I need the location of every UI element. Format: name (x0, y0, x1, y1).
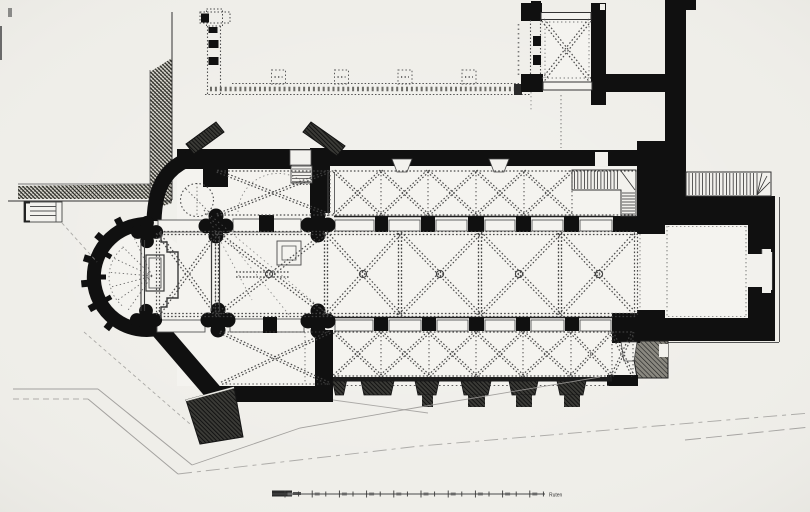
svg-text:Ruten: Ruten (549, 493, 563, 499)
